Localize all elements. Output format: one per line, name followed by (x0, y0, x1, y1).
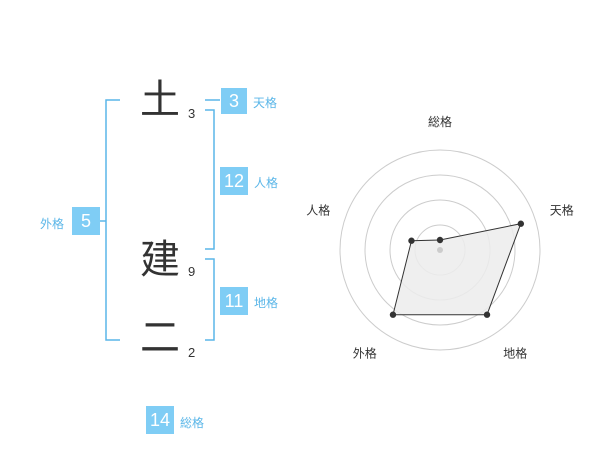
soukaku-badge: 14 (146, 406, 174, 434)
chikaku-bracket (205, 258, 215, 341)
radar-axis-label-4: 人格 (306, 202, 330, 217)
name-char-3: 二 (140, 315, 180, 361)
stroke-count-3: 2 (188, 345, 196, 360)
stroke-count-2: 9 (188, 264, 196, 279)
jinkaku-label: 人格 (254, 176, 279, 190)
radar-points (389, 220, 525, 318)
radar-center-dot (437, 247, 443, 253)
radar-point-3 (389, 311, 397, 318)
jinkaku-bracket (205, 109, 215, 250)
gaikaku-badge: 5 (72, 207, 100, 235)
name-char-2: 建 (140, 237, 180, 283)
jinkaku-badge: 12 (220, 167, 248, 195)
radar-point-4 (408, 237, 415, 244)
soukaku-label: 総格 (180, 416, 205, 430)
radar-ring-3 (364, 174, 516, 326)
radar-axis-label-0: 総格 (428, 114, 452, 129)
tenkaku-label: 天格 (253, 96, 278, 110)
radar-ring-4 (339, 149, 541, 351)
stroke-count-1: 3 (188, 106, 196, 121)
radar-point-0 (436, 236, 444, 244)
radar-point-2 (483, 311, 491, 318)
name-char-1: 土 (140, 77, 180, 123)
radar-axis-label-2: 地格 (503, 346, 527, 361)
gaikaku-bracket (105, 99, 120, 341)
radar-axis-label-3: 外格 (353, 346, 377, 361)
radar-area (392, 223, 522, 316)
tenkaku-badge: 3 (221, 88, 247, 114)
radar-point-1 (517, 220, 525, 227)
radar-axis-label-1: 天格 (550, 202, 574, 217)
chikaku-badge: 11 (220, 287, 248, 315)
chikaku-label: 地格 (254, 296, 279, 310)
gaikaku-label: 外格 (40, 217, 65, 231)
